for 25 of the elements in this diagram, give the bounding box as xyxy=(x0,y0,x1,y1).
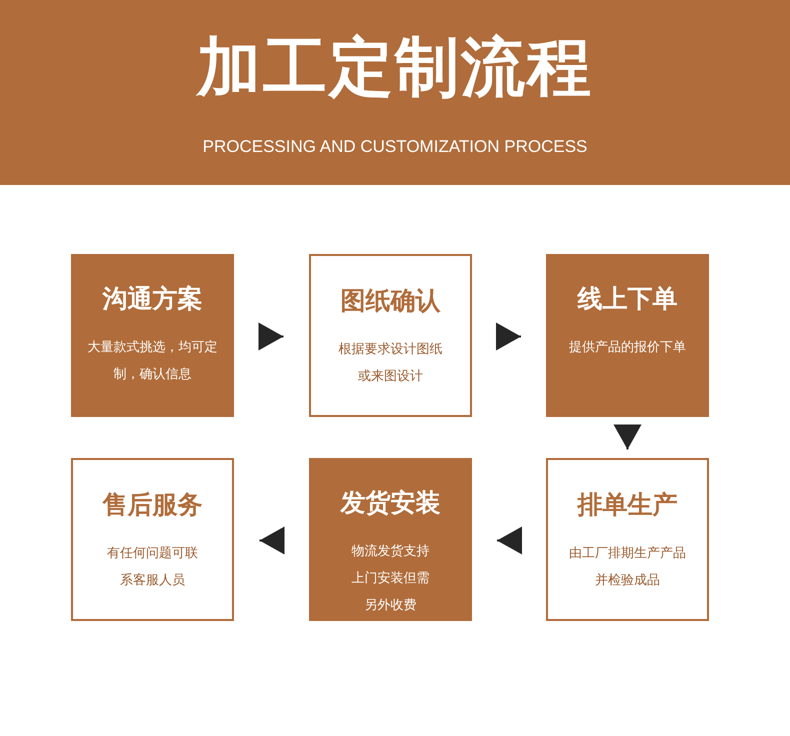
step-box xyxy=(309,458,472,621)
arrow xyxy=(497,526,522,554)
arrow xyxy=(614,424,642,450)
step-box xyxy=(71,458,234,621)
step-title: 沟通方案 xyxy=(101,283,204,315)
step-box xyxy=(546,254,709,417)
arrow xyxy=(260,526,284,554)
step-description: 提供产品的报价下单 xyxy=(568,339,687,357)
step-description: 根据要求设计图纸或来图设计 xyxy=(338,341,444,386)
step-description: 大量款式挑选，均可定制，确认信息 xyxy=(86,339,218,384)
arrow xyxy=(496,322,521,350)
step-description: 由工厂排期生产产品并检验成品 xyxy=(568,545,687,590)
step-box xyxy=(309,254,472,417)
step-description: 物流发货支持上门安装但需另外收费 xyxy=(350,543,430,615)
step-title: 排单生产 xyxy=(576,489,678,521)
step-title: 图纸确认 xyxy=(340,285,442,317)
step-title: 线上下单 xyxy=(576,283,678,315)
step-box xyxy=(546,458,709,621)
step-title: 售后服务 xyxy=(101,489,204,521)
step-description: 有任何问题可联系客服人员 xyxy=(106,545,199,590)
step-box xyxy=(71,254,234,417)
title: 加工定制流程 xyxy=(194,30,594,107)
arrow xyxy=(258,322,284,350)
subtitle: PROCESSING AND CUSTOMIZATION PROCESS xyxy=(202,136,588,158)
step-title: 发货安装 xyxy=(339,487,442,519)
